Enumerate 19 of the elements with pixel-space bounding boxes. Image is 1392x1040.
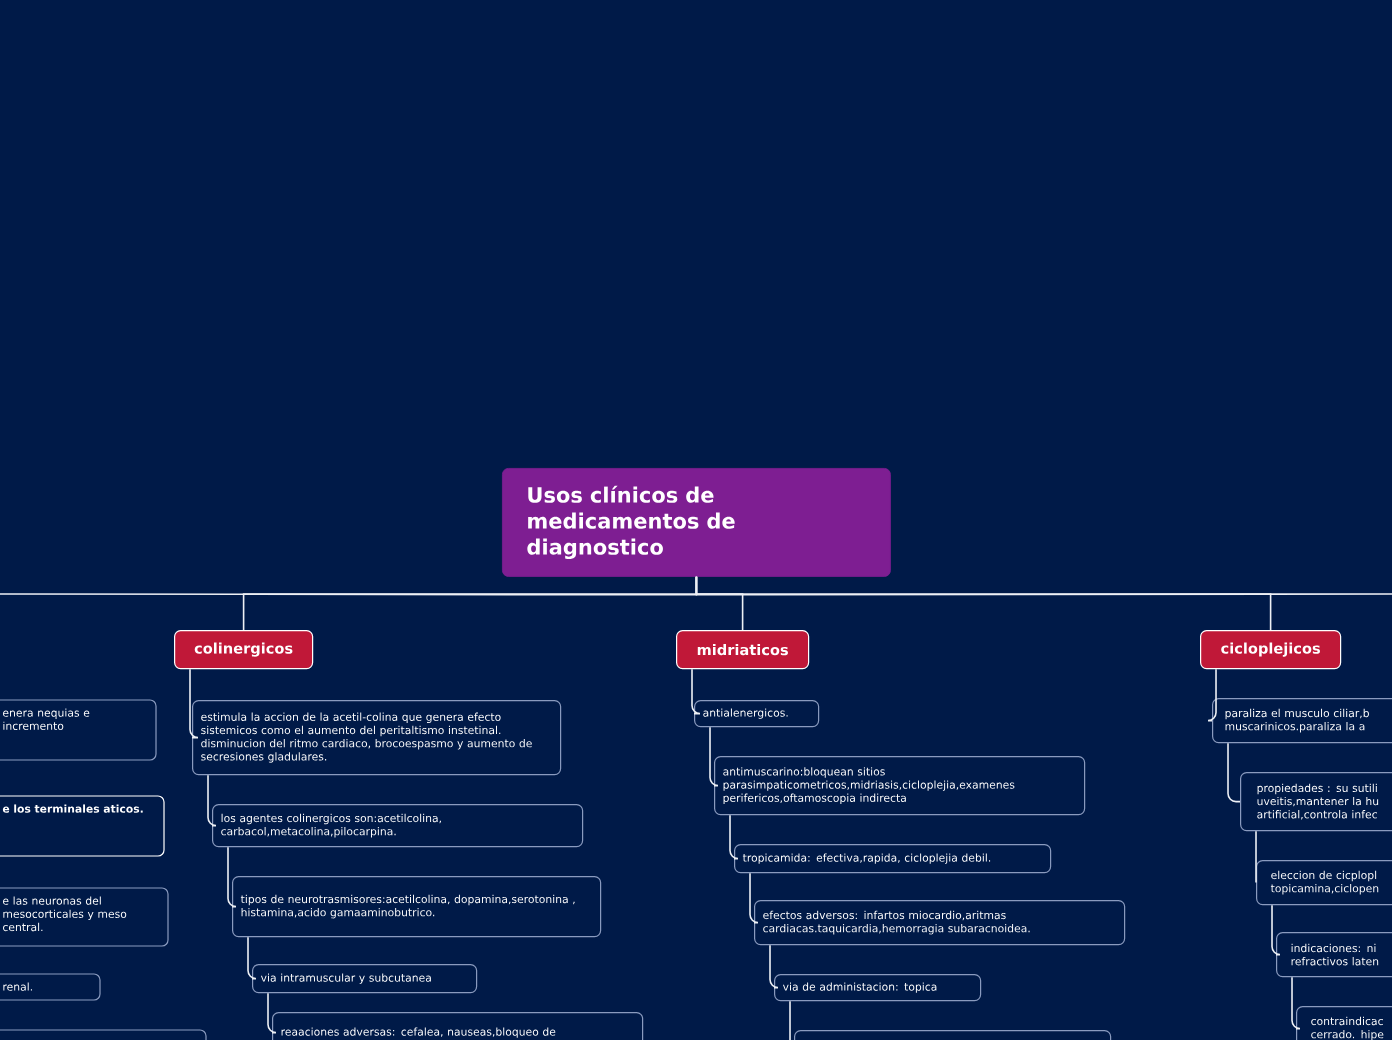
connector-line <box>769 944 779 989</box>
connector-line <box>207 774 217 827</box>
connector-line <box>1271 904 1281 956</box>
connector-line <box>227 846 237 908</box>
connector-line <box>691 668 701 715</box>
connector-line <box>189 668 199 739</box>
connector-line <box>1227 742 1241 803</box>
connector-line <box>729 814 739 860</box>
empty-box <box>0 1029 207 1040</box>
connector-line <box>709 726 719 787</box>
connector-line <box>1255 830 1257 884</box>
connector-line <box>695 576 1392 596</box>
root-topic-box: Usos clínicos de medicamentos de diagnostico <box>502 468 891 577</box>
empty-box <box>794 1030 1112 1040</box>
connector-line <box>267 992 277 1034</box>
connector-line <box>247 936 257 980</box>
connector-line <box>1207 668 1217 722</box>
connector-line <box>1291 976 1301 1030</box>
connector-line <box>749 872 759 924</box>
